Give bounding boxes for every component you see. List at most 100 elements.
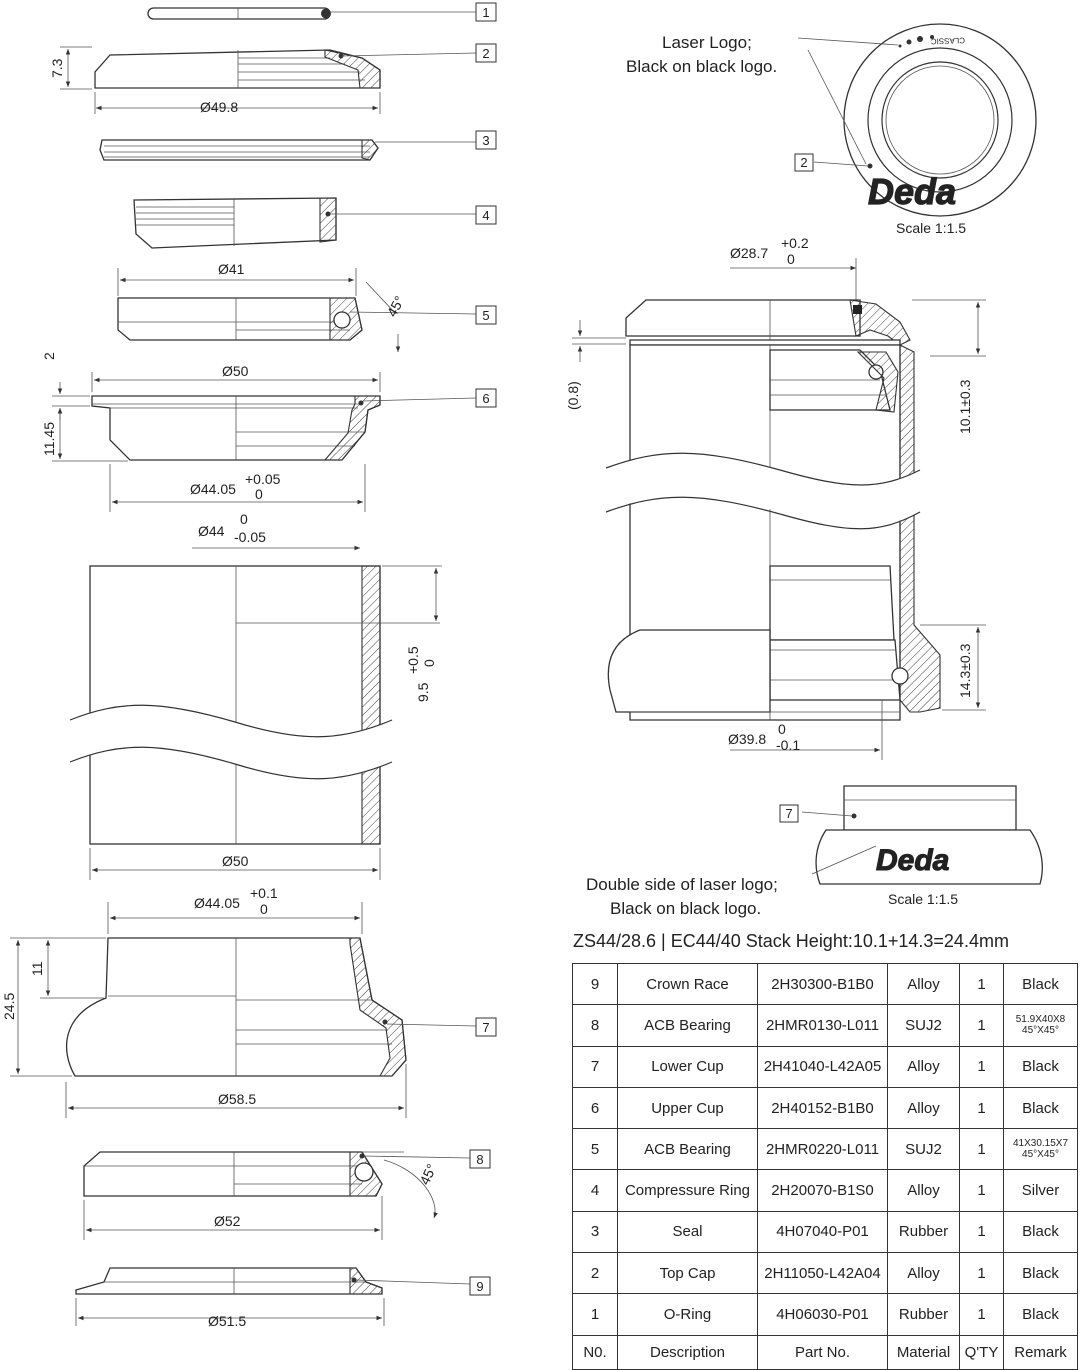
spec-title: ZS44/28.6 | EC44/40 Stack Height:10.1+14… (573, 931, 1009, 951)
bom-cell-qty: 1 (959, 1169, 1004, 1212)
bom-cell-qty: 1 (959, 1128, 1004, 1171)
dim-race: Ø39.8 (728, 731, 766, 747)
dim-lowercup-inner: Ø44.05 (194, 895, 240, 911)
bom-cell-description: Top Cap (617, 1252, 758, 1295)
dim-race-tol-up: 0 (778, 721, 786, 737)
bom-cell-description: O-Ring (617, 1293, 758, 1336)
callout-4: 4 (475, 205, 497, 225)
bom-cell-remark: Black (1003, 1293, 1078, 1336)
laser-logo-note-line2: Black on black logo. (626, 57, 777, 76)
bom-cell-description: Lower Cup (617, 1045, 758, 1088)
svg-text:1: 1 (482, 5, 489, 20)
lower-cup-view: Deda (801, 785, 1043, 885)
callout-1: 1 (475, 2, 497, 22)
part-2-top-cap (94, 49, 477, 89)
bom-cell-remark: 51.9X40X8 45°X45° (1003, 1004, 1078, 1047)
bom-cell-part-no: 2HMR0220-L011 (757, 1128, 888, 1171)
assembly-section (605, 299, 941, 721)
bom-cell-material: Alloy (887, 1086, 960, 1130)
bom-header-4: Q'TY (959, 1334, 1004, 1370)
part-8-lower-bearing: 45° (83, 1151, 471, 1219)
callout-7-view: 7 (779, 804, 799, 823)
callout-5: 5 (475, 305, 497, 325)
bom-cell-remark: Black (1003, 1252, 1078, 1295)
dim-uppercup-inner-tol-up: +0.05 (245, 471, 281, 487)
part-3-seal (99, 139, 476, 161)
bom-cell-material: SUJ2 (887, 1128, 960, 1171)
bom-cell-remark: Black (1003, 1086, 1078, 1130)
bom-cell-no: 9 (572, 962, 618, 1006)
brand-logo-top: Deda (868, 171, 956, 212)
svg-text:3: 3 (482, 133, 489, 148)
bom-cell-part-no: 4H07040-P01 (757, 1210, 888, 1254)
bom-cell-description: ACB Bearing (617, 1128, 758, 1171)
dim-headtube-outer: Ø50 (222, 853, 249, 869)
ring-text: CLASSIC (930, 36, 965, 46)
laser-logo-note-line1: Laser Logo; (662, 33, 752, 52)
bom-cell-remark: Silver (1003, 1169, 1078, 1212)
dim-compression-dia: Ø41 (218, 261, 245, 277)
dim-bearing-angle-lower: 45° (416, 1161, 439, 1187)
dim-lower-cup: Ø44.05 +0.1 0 11 24.5 Ø58.5 (1, 885, 407, 1118)
double-logo-note-line1: Double side of laser logo; (586, 875, 778, 894)
dim-lower-stack: 14.3±0.3 (957, 643, 973, 698)
bom-header-0: N0. (572, 1334, 618, 1370)
dim-upper-cup: Ø50 2 11.45 Ø44.05 +0.05 0 (41, 352, 381, 512)
top-cap-plan-view: CLASSIC Deda (797, 23, 1037, 217)
bom-cell-qty: 1 (959, 1004, 1004, 1047)
scale-bottom: Scale 1:1.5 (888, 891, 958, 907)
dim-lower-bearing-dia: Ø52 (214, 1213, 241, 1229)
dim-bearing-angle-upper: 45° (384, 293, 408, 319)
svg-text:7: 7 (785, 806, 792, 821)
part-1-o-ring (147, 7, 476, 20)
dim-uppercup-height: 11.45 (41, 422, 57, 456)
dim-uppercup-lip: 2 (41, 352, 57, 360)
dim-steerer-tol-low: 0 (787, 251, 795, 267)
bom-cell-description: Compressure Ring (617, 1169, 758, 1212)
dim-upper-stack: 10.1±0.3 (957, 379, 973, 434)
bom-cell-remark: Black (1003, 962, 1078, 1006)
bom-cell-remark: Black (1003, 1045, 1078, 1088)
svg-text:7: 7 (482, 1020, 489, 1035)
bom-cell-no: 2 (572, 1252, 618, 1295)
bom-cell-no: 7 (572, 1045, 618, 1088)
head-tube-section (69, 565, 440, 845)
callout-3: 3 (475, 130, 497, 150)
dim-uppercup-inner: Ø44.05 (190, 481, 236, 497)
bom-cell-qty: 1 (959, 962, 1004, 1006)
dim-assembly: Ø28.7 +0.2 0 (0.8) 10.1±0.3 14.3±0.3 Ø39… (565, 235, 986, 760)
dim-uppercup-outer: Ø50 (222, 363, 249, 379)
bom-cell-qty: 1 (959, 1210, 1004, 1254)
dim-headtube-top-tol-low: -0.05 (234, 529, 266, 545)
bom-cell-no: 6 (572, 1086, 618, 1130)
bom-cell-description: Seal (617, 1210, 758, 1254)
part-6-upper-cup (91, 395, 477, 461)
bom-cell-part-no: 2H41040-L42A05 (757, 1045, 888, 1088)
bom-cell-material: SUJ2 (887, 1004, 960, 1047)
bom-header-5: Remark (1003, 1334, 1078, 1370)
bom-cell-no: 1 (572, 1293, 618, 1336)
bom-cell-no: 3 (572, 1210, 618, 1254)
dim-headtube-depth: 9.5 (415, 682, 431, 702)
bom-header-1: Description (617, 1334, 758, 1370)
callout-7: 7 (475, 1017, 497, 1037)
dim-lowercup-height: 24.5 (1, 993, 17, 1020)
bom-cell-qty: 1 (959, 1252, 1004, 1295)
bom-cell-material: Alloy (887, 1252, 960, 1295)
bom-cell-material: Alloy (887, 1045, 960, 1088)
svg-text:5: 5 (482, 308, 489, 323)
callout-2-plan: 2 (794, 153, 814, 172)
dim-lower-bearing: Ø52 (83, 1196, 383, 1240)
bom-cell-description: Crown Race (617, 962, 758, 1006)
svg-text:2: 2 (482, 46, 489, 61)
bom-cell-description: Upper Cup (617, 1086, 758, 1130)
